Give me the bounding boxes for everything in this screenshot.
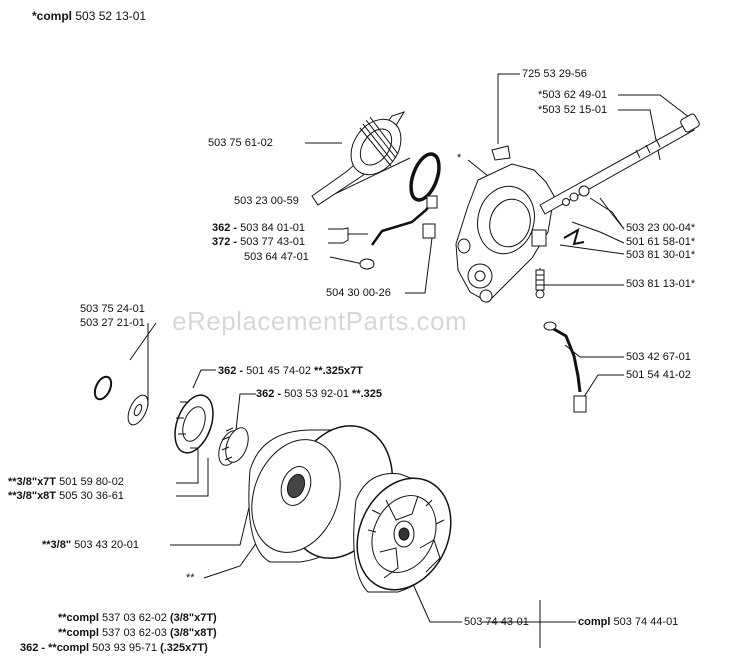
label-suffix: **.325 [352, 388, 383, 400]
label-503-74-43-01: 503 74 43-01 [464, 616, 529, 628]
label-suffix: **.325x7T [314, 365, 363, 377]
label-501-54-41-02: 501 54 41-02 [626, 369, 691, 381]
kit-suffix: (3/8"x8T) [169, 627, 217, 639]
suction-hose-part [543, 321, 587, 413]
rim-sprocket-part [174, 394, 214, 454]
label-503-23-00-59: 503 23 00-59 [234, 195, 299, 207]
label-503-42-67-01: 503 42 67-01 [626, 351, 691, 363]
assembly-title-number: 503 52 13-01 [75, 9, 147, 23]
label-503-43-20-01: **3/8" 503 43 20-01 [42, 539, 139, 552]
assembly-title: *compl 503 52 13-01 [32, 10, 146, 23]
label-501-45-74-02: 362 - 501 45 74-02 **.325x7T [218, 365, 363, 378]
label-503-27-21-01: 503 27 21-01 [80, 317, 145, 329]
label-number: 503 74 44-01 [613, 616, 679, 628]
label-503-77-43-01: 372 - 503 77 43-01 [212, 236, 305, 249]
label-503-23-00-04: 503 23 00-04* [626, 222, 696, 234]
label-prefix: 362 - [256, 388, 282, 400]
label-503-74-44-01: compl 503 74 44-01 [578, 616, 678, 629]
label-725-53-29-56: 725 53 29-56 [522, 68, 587, 80]
label-504-30-00-26: 504 30 00-26 [326, 287, 391, 299]
label-number: 503 43 20-01 [74, 539, 139, 551]
kit-suffix: (.325x7T) [160, 642, 208, 654]
kit-number: 503 93 95-71 [92, 642, 157, 654]
washer-parts [93, 375, 149, 426]
kit-prefix: **compl [58, 627, 99, 639]
label-503-75-61-02: 503 75 61-02 [208, 137, 273, 149]
kit-number: 537 03 62-03 [102, 627, 167, 639]
label-double-asterisk: ** [186, 572, 195, 584]
label-prefix: 372 - [212, 236, 238, 248]
label-asterisk: * [457, 152, 462, 164]
label-number: 505 30 36-61 [59, 490, 124, 502]
centrifugal-clutch-part [353, 473, 452, 593]
label-501-61-58-01: 501 61 58-01* [626, 236, 696, 248]
seal-ring-part [409, 152, 441, 202]
kit-row: 362 - **compl 503 93 95-71 (.325x7T) [20, 642, 208, 655]
label-prefix: **3/8"x8T [8, 490, 57, 502]
kit-row: **compl 537 03 62-03 (3/8"x8T) [58, 627, 217, 640]
label-prefix: **3/8"x7T [8, 476, 57, 488]
leader-lines [129, 73, 691, 648]
kit-row: **compl 537 03 62-02 (3/8"x7T) [58, 612, 217, 625]
label-501-59-80-02: **3/8"x7T 501 59 80-02 [8, 476, 124, 489]
cover-bar-part [311, 111, 406, 206]
kit-suffix: (3/8"x7T) [169, 612, 217, 624]
label-505-30-36-61: **3/8"x8T 505 30 36-61 [8, 490, 124, 503]
label-503-62-49-01: *503 62 49-01 [538, 89, 608, 101]
kit-prefix: **compl [58, 612, 99, 624]
label-number: 501 45 74-02 [246, 365, 311, 377]
label-prefix: 362 - [218, 365, 244, 377]
oil-pump-housing-part [455, 145, 555, 303]
kit-number: 537 03 62-02 [102, 612, 167, 624]
label-number: 503 53 92-01 [284, 388, 349, 400]
label-503-75-24-01: 503 75 24-01 [80, 303, 145, 315]
label-503-53-92-01: 362 - 503 53 92-01 **.325 [256, 388, 382, 401]
label-prefix: 362 - [212, 222, 238, 234]
assembly-title-prefix: *compl [32, 9, 73, 23]
label-503-81-30-01: 503 81 30-01* [626, 249, 696, 261]
kit-prefix: 362 - **compl [20, 642, 90, 654]
watermark: eReplacementParts.com [172, 306, 468, 336]
oil-pipe-part [359, 195, 438, 270]
pump-shaft-part [539, 113, 700, 215]
needle-bearing-part [218, 427, 249, 466]
label-503-84-01-01: 362 - 503 84 01-01 [212, 222, 305, 235]
label-503-52-15-01: *503 52 15-01 [538, 104, 608, 116]
label-prefix: compl [578, 616, 611, 628]
clip-part [563, 227, 585, 246]
adjusting-screw-part [535, 269, 545, 299]
label-number: 503 84 01-01 [240, 222, 305, 234]
label-number: 503 77 43-01 [240, 236, 305, 248]
label-503-81-13-01: 503 81 13-01* [626, 278, 696, 290]
label-number: 501 59 80-02 [59, 476, 124, 488]
label-prefix: **3/8" [42, 539, 72, 551]
label-503-64-47-01: 503 64 47-01 [244, 251, 309, 263]
clutch-drum-part [248, 425, 394, 563]
